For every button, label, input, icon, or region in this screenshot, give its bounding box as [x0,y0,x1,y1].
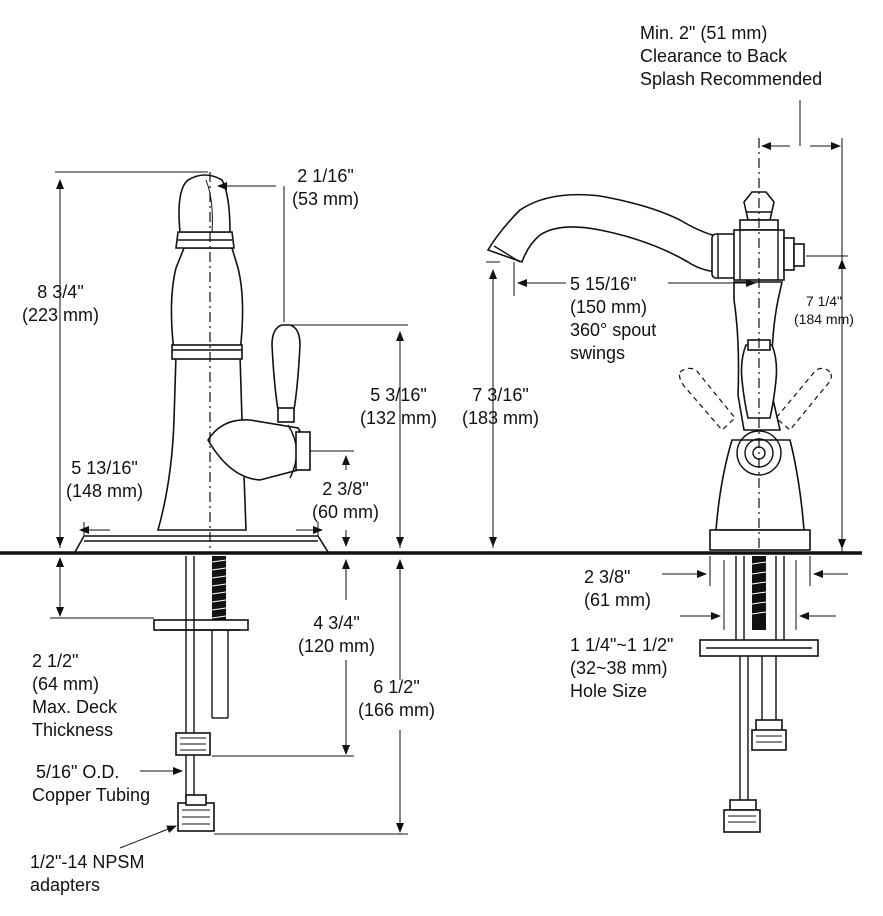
side-view-dimensions [50,171,408,849]
deck-thickness-note: 2 1/2" (64 mm) Max. Deck Thickness [32,650,117,742]
clearance-recommended-label: Splash Recommended [640,69,823,89]
tubing-callout: 5/16" O.D. Copper Tubing [32,761,150,807]
hole-size-note: 1 1/4"~1 1/2" (32~38 mm) Hole Size [570,634,673,703]
spout-swing-label: 360° spout [570,320,657,340]
base-width-dimension: 5 13/16" (148 mm) [66,457,143,503]
spout-length-dimension: 5 15/16" (150 mm) 360° spout swings [570,273,656,365]
front-view-faucet [486,138,832,833]
below-deck-mm: (166 mm) [358,700,436,720]
handle-height-inches: 5 3/16" [370,385,427,405]
spout-length-inches: 5 15/16" [570,274,637,294]
tubing-material-label: Copper Tubing [32,785,151,805]
clearance-back-label: Clearance to Back [640,46,788,66]
deck-thickness-inches: 2 1/2" [32,651,79,671]
valve-height-mm: (60 mm) [312,502,379,522]
spout-swing-label-2: swings [570,343,626,363]
hole-size-mm: (32~38 mm) [570,658,668,678]
adapter-label: adapters [30,875,101,895]
below-deck-dimension: 6 1/2" (166 mm) [358,676,435,722]
overall-height-dimension: 8 3/4" (223 mm) [22,281,99,327]
body-height-mm: (184 mm) [794,311,854,327]
base-width-mm: (148 mm) [66,481,144,501]
overall-height-mm: (223 mm) [22,305,100,325]
shank-length-mm: (120 mm) [298,636,376,656]
spout-reach-dimension: 2 1/16" (53 mm) [292,165,359,211]
front-view-dimensions [486,100,848,630]
hole-size-inches: 1 1/4"~1 1/2" [570,635,674,655]
handle-height-mm: (132 mm) [360,408,438,428]
spout-height-inches: 7 3/16" [472,385,529,405]
spout-length-mm: (150 mm) [570,297,648,317]
shank-length-dimension: 4 3/4" (120 mm) [298,612,375,658]
deck-thickness-label: Thickness [32,720,114,740]
hole-size-label: Hole Size [570,681,648,701]
spout-height-dimension: 7 3/16" (183 mm) [462,384,539,430]
tubing-od-label: 5/16" O.D. [36,762,120,782]
spout-reach-inches: 2 1/16" [297,166,354,186]
spout-reach-mm: (53 mm) [292,189,359,209]
adapter-thread-label: 1/2"-14 NPSM [30,852,145,872]
adapter-callout: 1/2"-14 NPSM adapters [30,851,144,897]
body-height-inches: 7 1/4" [805,293,842,309]
below-deck-inches: 6 1/2" [373,677,420,697]
deck-max-label: Max. Deck [32,697,118,717]
clearance-note: Min. 2" (51 mm) Clearance to Back Splash… [640,22,822,91]
body-height-dimension: 7 1/4" (184 mm) [794,292,854,328]
deck-thickness-mm: (64 mm) [32,674,99,694]
valve-height-dimension: 2 3/8" (60 mm) [312,478,379,524]
spout-height-mm: (183 mm) [462,408,540,428]
base-width-inches: 5 13/16" [71,458,138,478]
clearance-min-label: Min. 2" (51 mm) [640,23,768,43]
valve-height-inches: 2 3/8" [322,479,369,499]
handle-height-dimension: 5 3/16" (132 mm) [360,384,437,430]
base-diameter-dimension: 2 3/8" (61 mm) [584,566,651,612]
overall-height-inches: 8 3/4" [37,282,84,302]
shank-length-inches: 4 3/4" [313,613,360,633]
base-diameter-inches: 2 3/8" [584,567,631,587]
side-view-faucet [73,172,330,832]
base-diameter-mm: (61 mm) [584,590,651,610]
